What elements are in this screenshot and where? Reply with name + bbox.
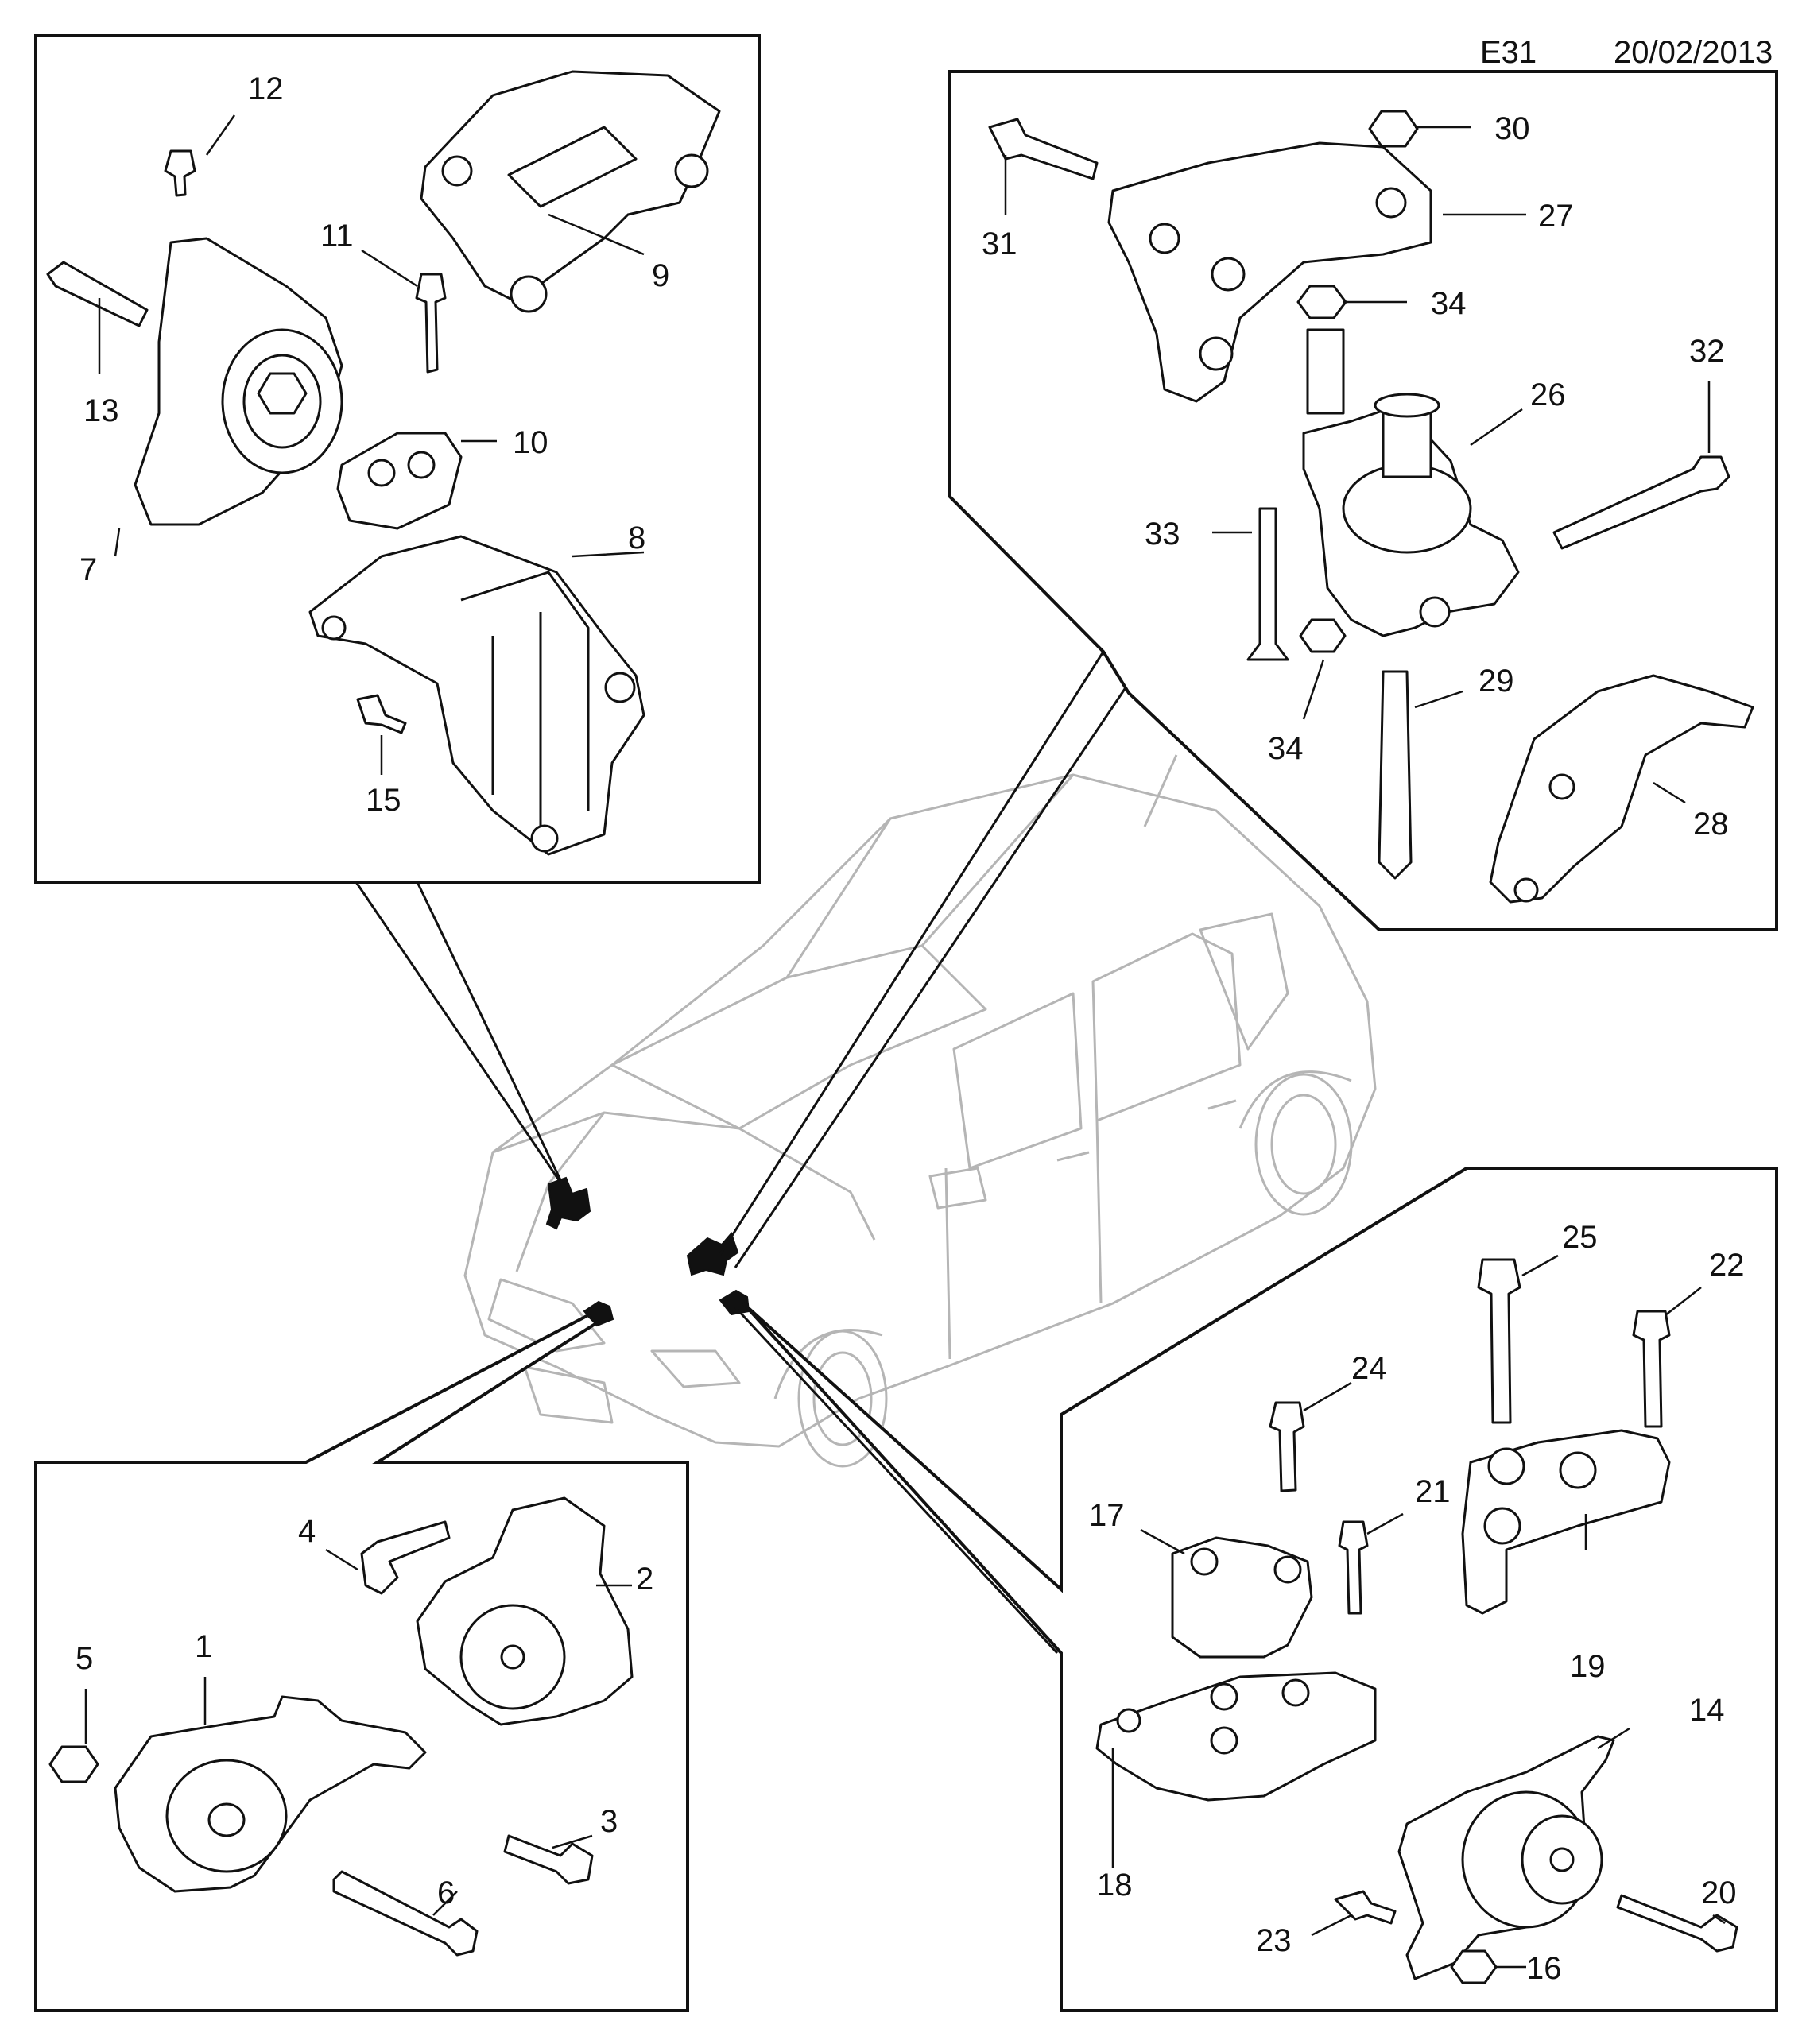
callout-20: 20 xyxy=(1701,1876,1737,1910)
callout-31: 31 xyxy=(982,226,1017,261)
callout-30: 30 xyxy=(1494,111,1530,146)
callout-2: 2 xyxy=(636,1562,653,1597)
callout-13: 13 xyxy=(83,393,119,428)
bolt-part-24 xyxy=(1269,1401,1305,1492)
panel-top-right xyxy=(948,70,1778,931)
callout-10: 10 xyxy=(513,425,548,460)
callout-9: 9 xyxy=(652,258,669,293)
callout-34a: 34 xyxy=(1431,286,1467,321)
callout-18: 18 xyxy=(1097,1868,1133,1903)
mount-location-markers xyxy=(545,1176,750,1327)
callout-29: 29 xyxy=(1479,664,1514,699)
vehicle-hatchback-icon xyxy=(463,754,1377,1468)
callout-4: 4 xyxy=(298,1514,316,1549)
callout-17: 17 xyxy=(1089,1498,1125,1533)
callout-3: 3 xyxy=(600,1804,618,1839)
callout-24: 24 xyxy=(1351,1351,1387,1386)
callout-12: 12 xyxy=(248,72,284,106)
stud-part-33 xyxy=(1246,507,1289,661)
callout-19: 19 xyxy=(1570,1649,1606,1684)
callout-21: 21 xyxy=(1415,1474,1451,1509)
bolt-part-6 xyxy=(332,1870,479,1957)
nut-part-5 xyxy=(48,1745,99,1783)
bolt-part-22 xyxy=(1632,1310,1671,1428)
panel-bottom-left xyxy=(34,1313,689,2012)
callout-32: 32 xyxy=(1689,334,1725,369)
nut-part-34 xyxy=(1296,285,1347,319)
bracket-part-27 xyxy=(1107,141,1432,403)
callout-33: 33 xyxy=(1145,517,1180,552)
callout-1: 1 xyxy=(195,1629,212,1664)
mount-marker-upper-right xyxy=(686,1232,739,1276)
callout-16: 16 xyxy=(1526,1951,1562,1986)
callout-25: 25 xyxy=(1562,1220,1598,1255)
callout-8: 8 xyxy=(628,521,645,556)
panel-bottom-right xyxy=(742,1167,1778,2012)
bolt-part-11 xyxy=(415,273,447,374)
callout-34b: 34 xyxy=(1268,731,1304,766)
callout-5: 5 xyxy=(76,1641,93,1676)
bolt-part-23 xyxy=(1334,1890,1397,1925)
nut-part-34 xyxy=(1299,618,1347,653)
bolt-part-15 xyxy=(356,694,407,734)
callout-23: 23 xyxy=(1256,1923,1292,1958)
diagram-date: 20/02/2013 xyxy=(1614,35,1773,70)
bolt-part-21 xyxy=(1338,1520,1369,1615)
mount-marker-lower-right xyxy=(719,1289,750,1316)
stud-part-29 xyxy=(1378,670,1413,880)
panel-top-left xyxy=(34,34,761,884)
callout-15: 15 xyxy=(366,783,401,818)
diagram-code: E31 xyxy=(1480,35,1537,70)
callout-26: 26 xyxy=(1530,377,1566,412)
nut-part-16 xyxy=(1450,1949,1498,1984)
bolt-part-32 xyxy=(1552,455,1730,550)
bolt-part-4 xyxy=(360,1520,451,1595)
bolt-part-25 xyxy=(1477,1258,1521,1424)
bolt-part-20 xyxy=(1616,1894,1738,1953)
mount-marker-upper-left xyxy=(545,1176,591,1230)
callout-27: 27 xyxy=(1538,199,1574,234)
bolt-part-12 xyxy=(164,149,196,197)
callout-7: 7 xyxy=(79,552,97,587)
spacer-sleeve xyxy=(1306,328,1345,415)
callout-14: 14 xyxy=(1689,1693,1725,1728)
bolt-part-31 xyxy=(988,118,1099,180)
bolt-part-13 xyxy=(46,261,149,327)
callout-numbers: 12 11 9 13 10 8 7 15 30 27 31 34 32 26 3… xyxy=(76,72,1745,1986)
callout-28: 28 xyxy=(1693,807,1729,842)
callout-22: 22 xyxy=(1709,1248,1745,1283)
callout-6: 6 xyxy=(437,1876,455,1910)
nut-part-30 xyxy=(1368,110,1419,148)
callout-11: 11 xyxy=(320,219,354,254)
bolt-part-3 xyxy=(503,1834,594,1885)
